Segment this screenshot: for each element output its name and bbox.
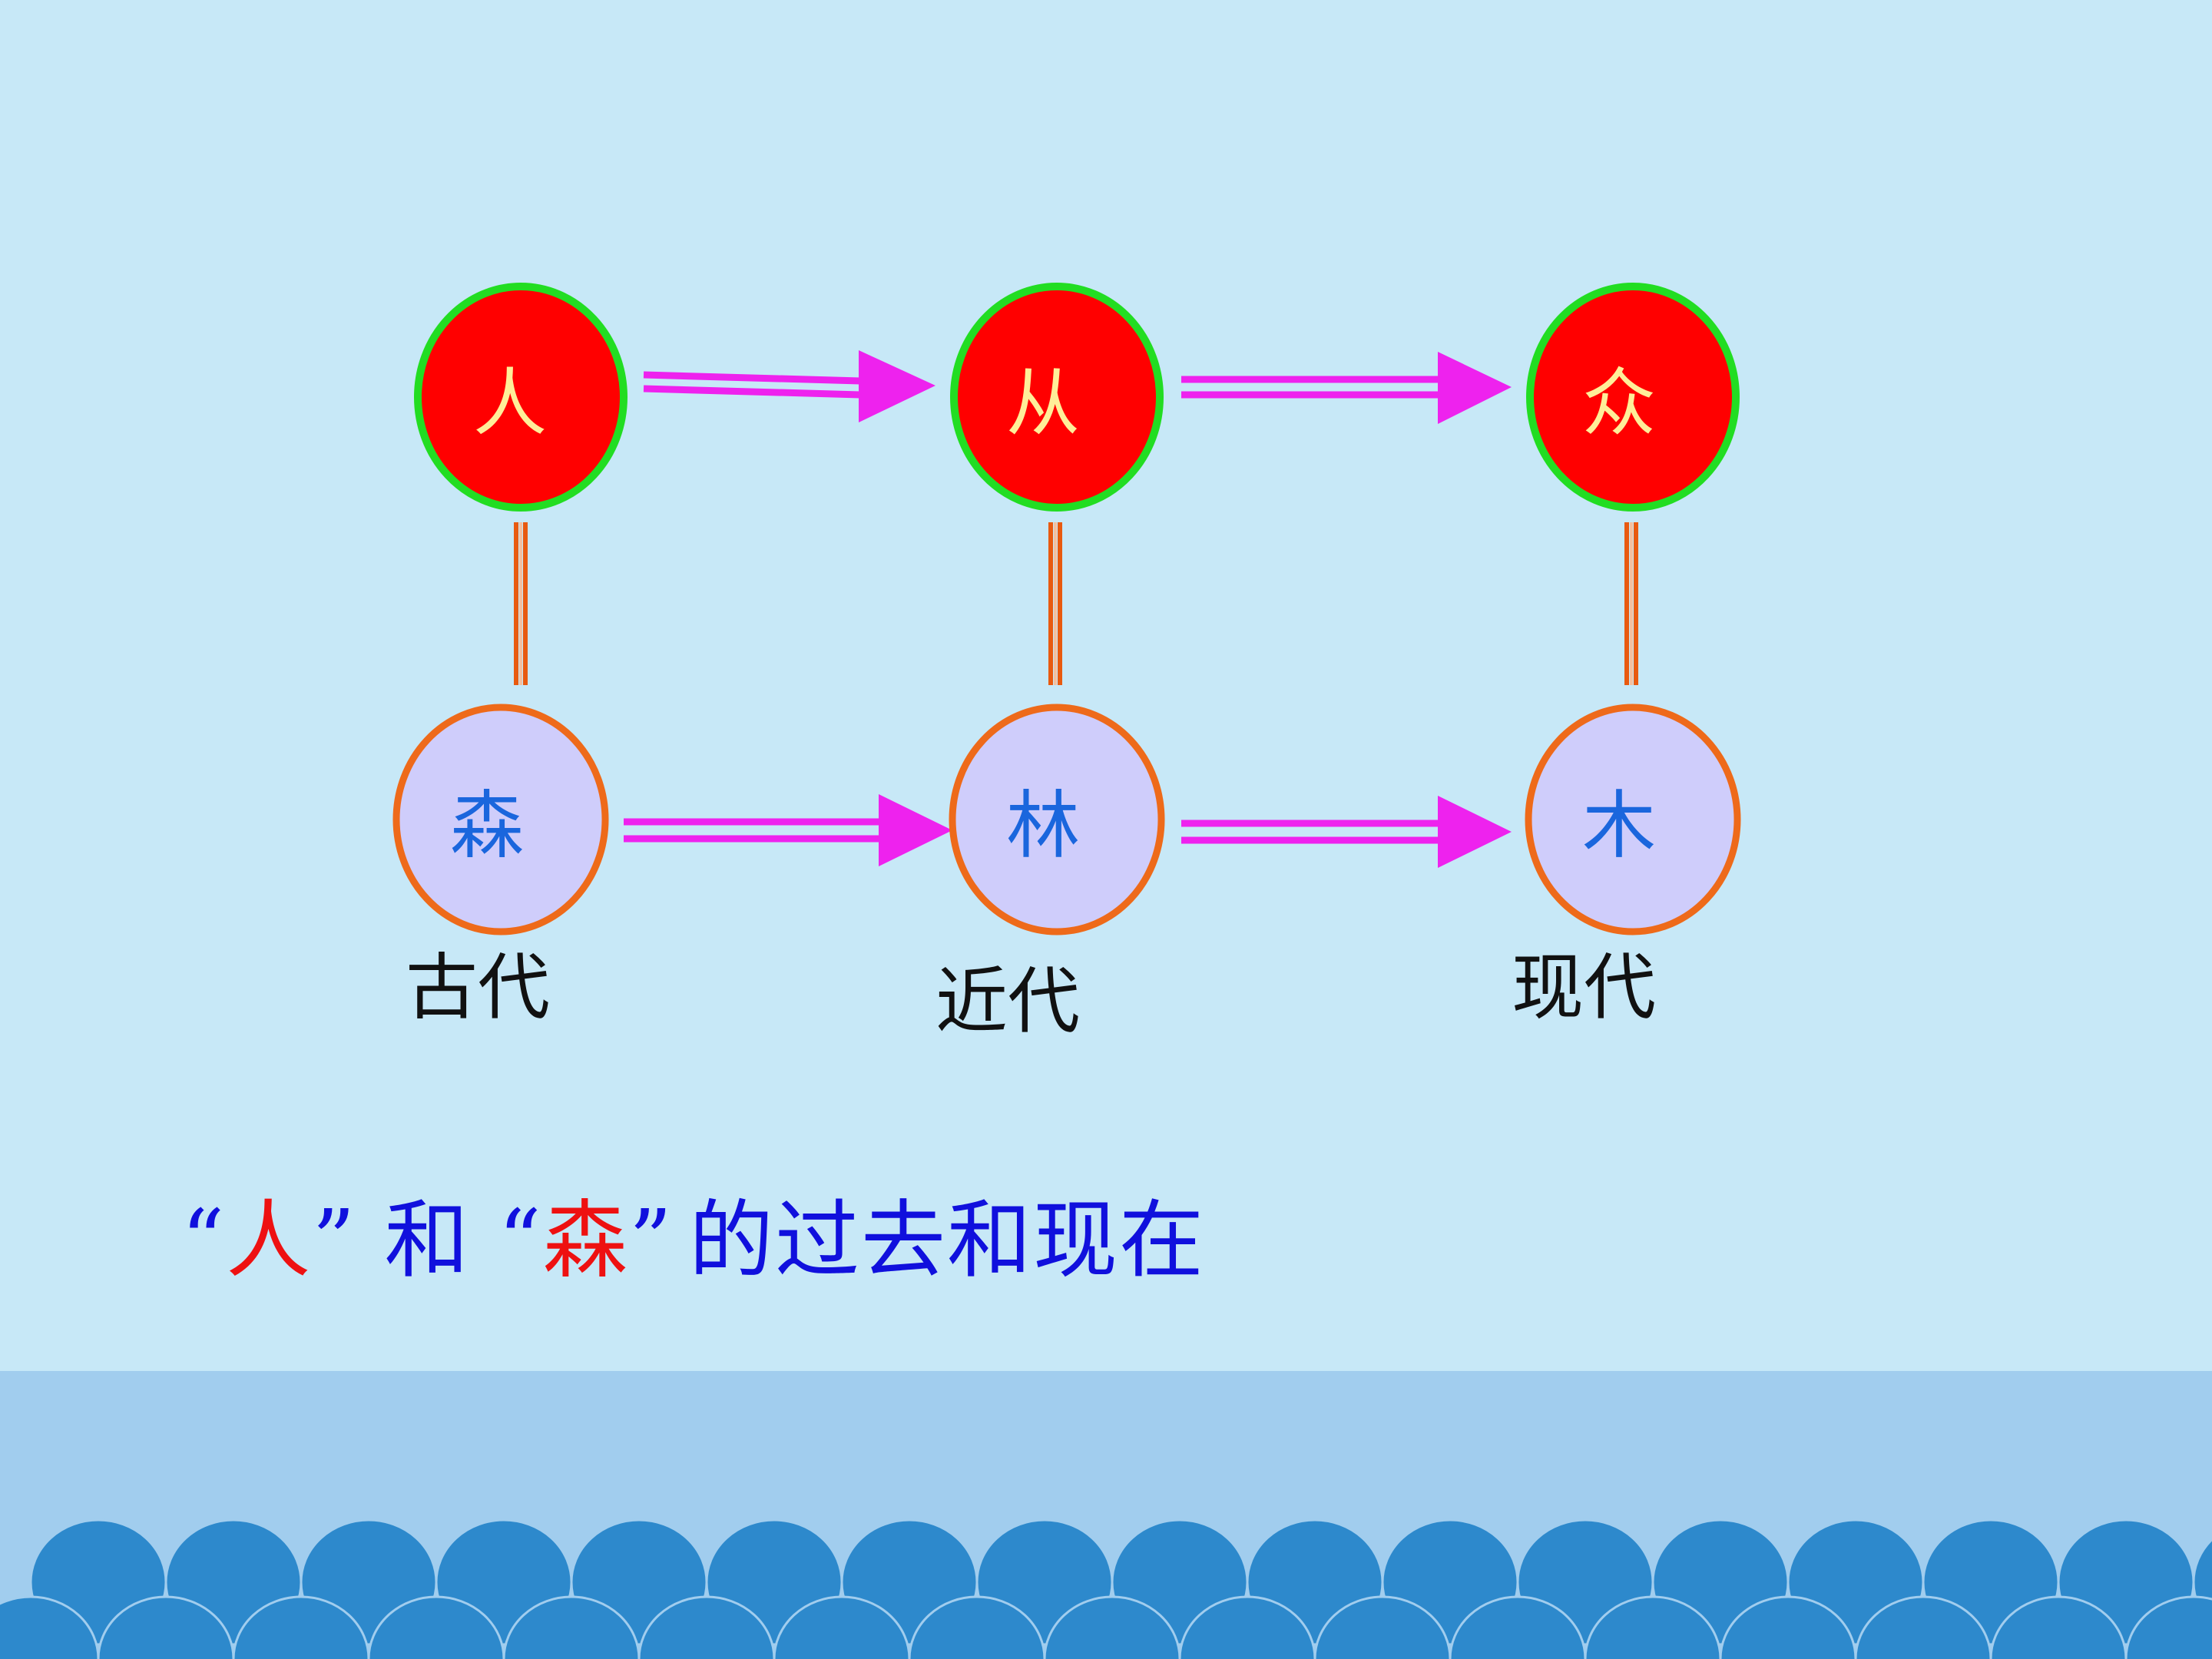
node-ren-char: 人 xyxy=(473,360,547,446)
wave-scallop-front xyxy=(1584,1595,1722,1659)
node-cong-char: 从 xyxy=(1006,360,1080,446)
wave-scallop-front xyxy=(908,1595,1046,1659)
connector-ancient xyxy=(514,522,528,685)
arrow-cong-to-zhong xyxy=(1181,352,1512,424)
era-label-present: 现代 xyxy=(1512,946,1656,1030)
wave-scallop-front xyxy=(637,1595,776,1659)
node-lin: 林 xyxy=(949,704,1165,935)
slide-caption: “人”和“森”的过去和现在 xyxy=(181,1183,1205,1298)
era-label-ancient: 古代 xyxy=(406,946,550,1030)
caption-rest: 的过去和现在 xyxy=(689,1191,1205,1290)
node-lin-char: 林 xyxy=(1006,783,1080,869)
wave-scallop-front xyxy=(773,1595,911,1659)
wave-decoration xyxy=(0,1518,2212,1659)
caption-term-sen: 森 xyxy=(542,1191,629,1290)
node-zhong: 众 xyxy=(1526,283,1740,512)
node-mu: 木 xyxy=(1525,704,1741,935)
wave-scallop-front xyxy=(0,1595,100,1659)
wave-scallop-front xyxy=(2124,1595,2212,1659)
wave-scallop-front xyxy=(1178,1595,1316,1659)
arrow-sen-to-lin xyxy=(624,794,952,866)
wave-scallop-front xyxy=(1719,1595,1857,1659)
node-ren: 人 xyxy=(414,283,628,512)
caption-conjunction: 和 xyxy=(384,1191,471,1290)
wave-scallop-front xyxy=(502,1595,641,1659)
caption-close-quote-1: ” xyxy=(312,1191,357,1290)
arrow-ren-to-cong xyxy=(643,350,935,422)
wave-scallop-front xyxy=(1989,1595,2128,1659)
wave-scallop-front xyxy=(232,1595,370,1659)
node-sen-char: 森 xyxy=(450,783,524,869)
era-label-modern: 近代 xyxy=(935,960,1080,1044)
connector-present xyxy=(1624,522,1638,685)
wave-scallop-front xyxy=(1449,1595,1587,1659)
caption-close-quote-2: ” xyxy=(628,1191,674,1290)
arrow-lin-to-mu xyxy=(1181,796,1512,868)
node-cong: 从 xyxy=(950,283,1164,512)
node-mu-char: 木 xyxy=(1582,783,1656,869)
connector-modern-near xyxy=(1048,522,1062,685)
wave-scallop-front xyxy=(97,1595,235,1659)
node-sen: 森 xyxy=(392,704,609,935)
caption-open-quote-2: “ xyxy=(498,1191,543,1290)
wave-scallop-front xyxy=(1854,1595,1992,1659)
wave-scallop-front xyxy=(1043,1595,1181,1659)
wave-scallop-front xyxy=(367,1595,505,1659)
caption-open-quote-1: “ xyxy=(181,1191,227,1290)
caption-term-ren: 人 xyxy=(226,1191,313,1290)
wave-scallop-front xyxy=(1313,1595,1452,1659)
node-zhong-char: 众 xyxy=(1582,360,1656,446)
